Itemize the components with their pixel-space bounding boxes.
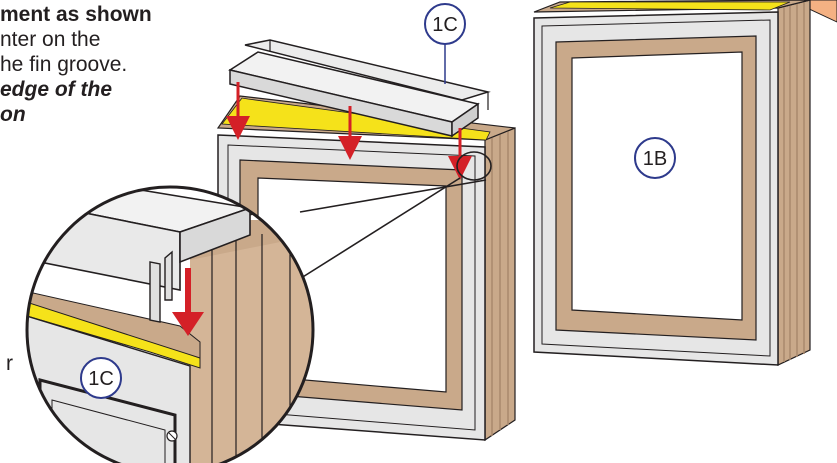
instruction-line-3: he fin groove. [0, 53, 128, 76]
instruction-line-5: on [0, 103, 26, 126]
install-arrows [226, 82, 472, 180]
callout-1c-top: 1C [424, 3, 466, 45]
stray-character: r [6, 352, 13, 375]
instruction-line-4: edge of the [0, 78, 113, 101]
window-unit-1b [533, 0, 811, 366]
callout-1c-detail: 1C [80, 357, 122, 399]
instruction-line-1: ment as shown [0, 3, 152, 26]
instruction-text: ment as shown nter on the he fin groove.… [0, 2, 260, 127]
callout-1c-top-label: 1C [432, 14, 458, 36]
trim-piece-1c [228, 39, 491, 138]
instruction-line-2: nter on the [0, 28, 101, 51]
callout-1b-label: 1B [643, 148, 667, 170]
window-unit-main [216, 95, 516, 442]
callout-1b: 1B [634, 137, 676, 179]
callout-1c-detail-label: 1C [88, 368, 114, 390]
